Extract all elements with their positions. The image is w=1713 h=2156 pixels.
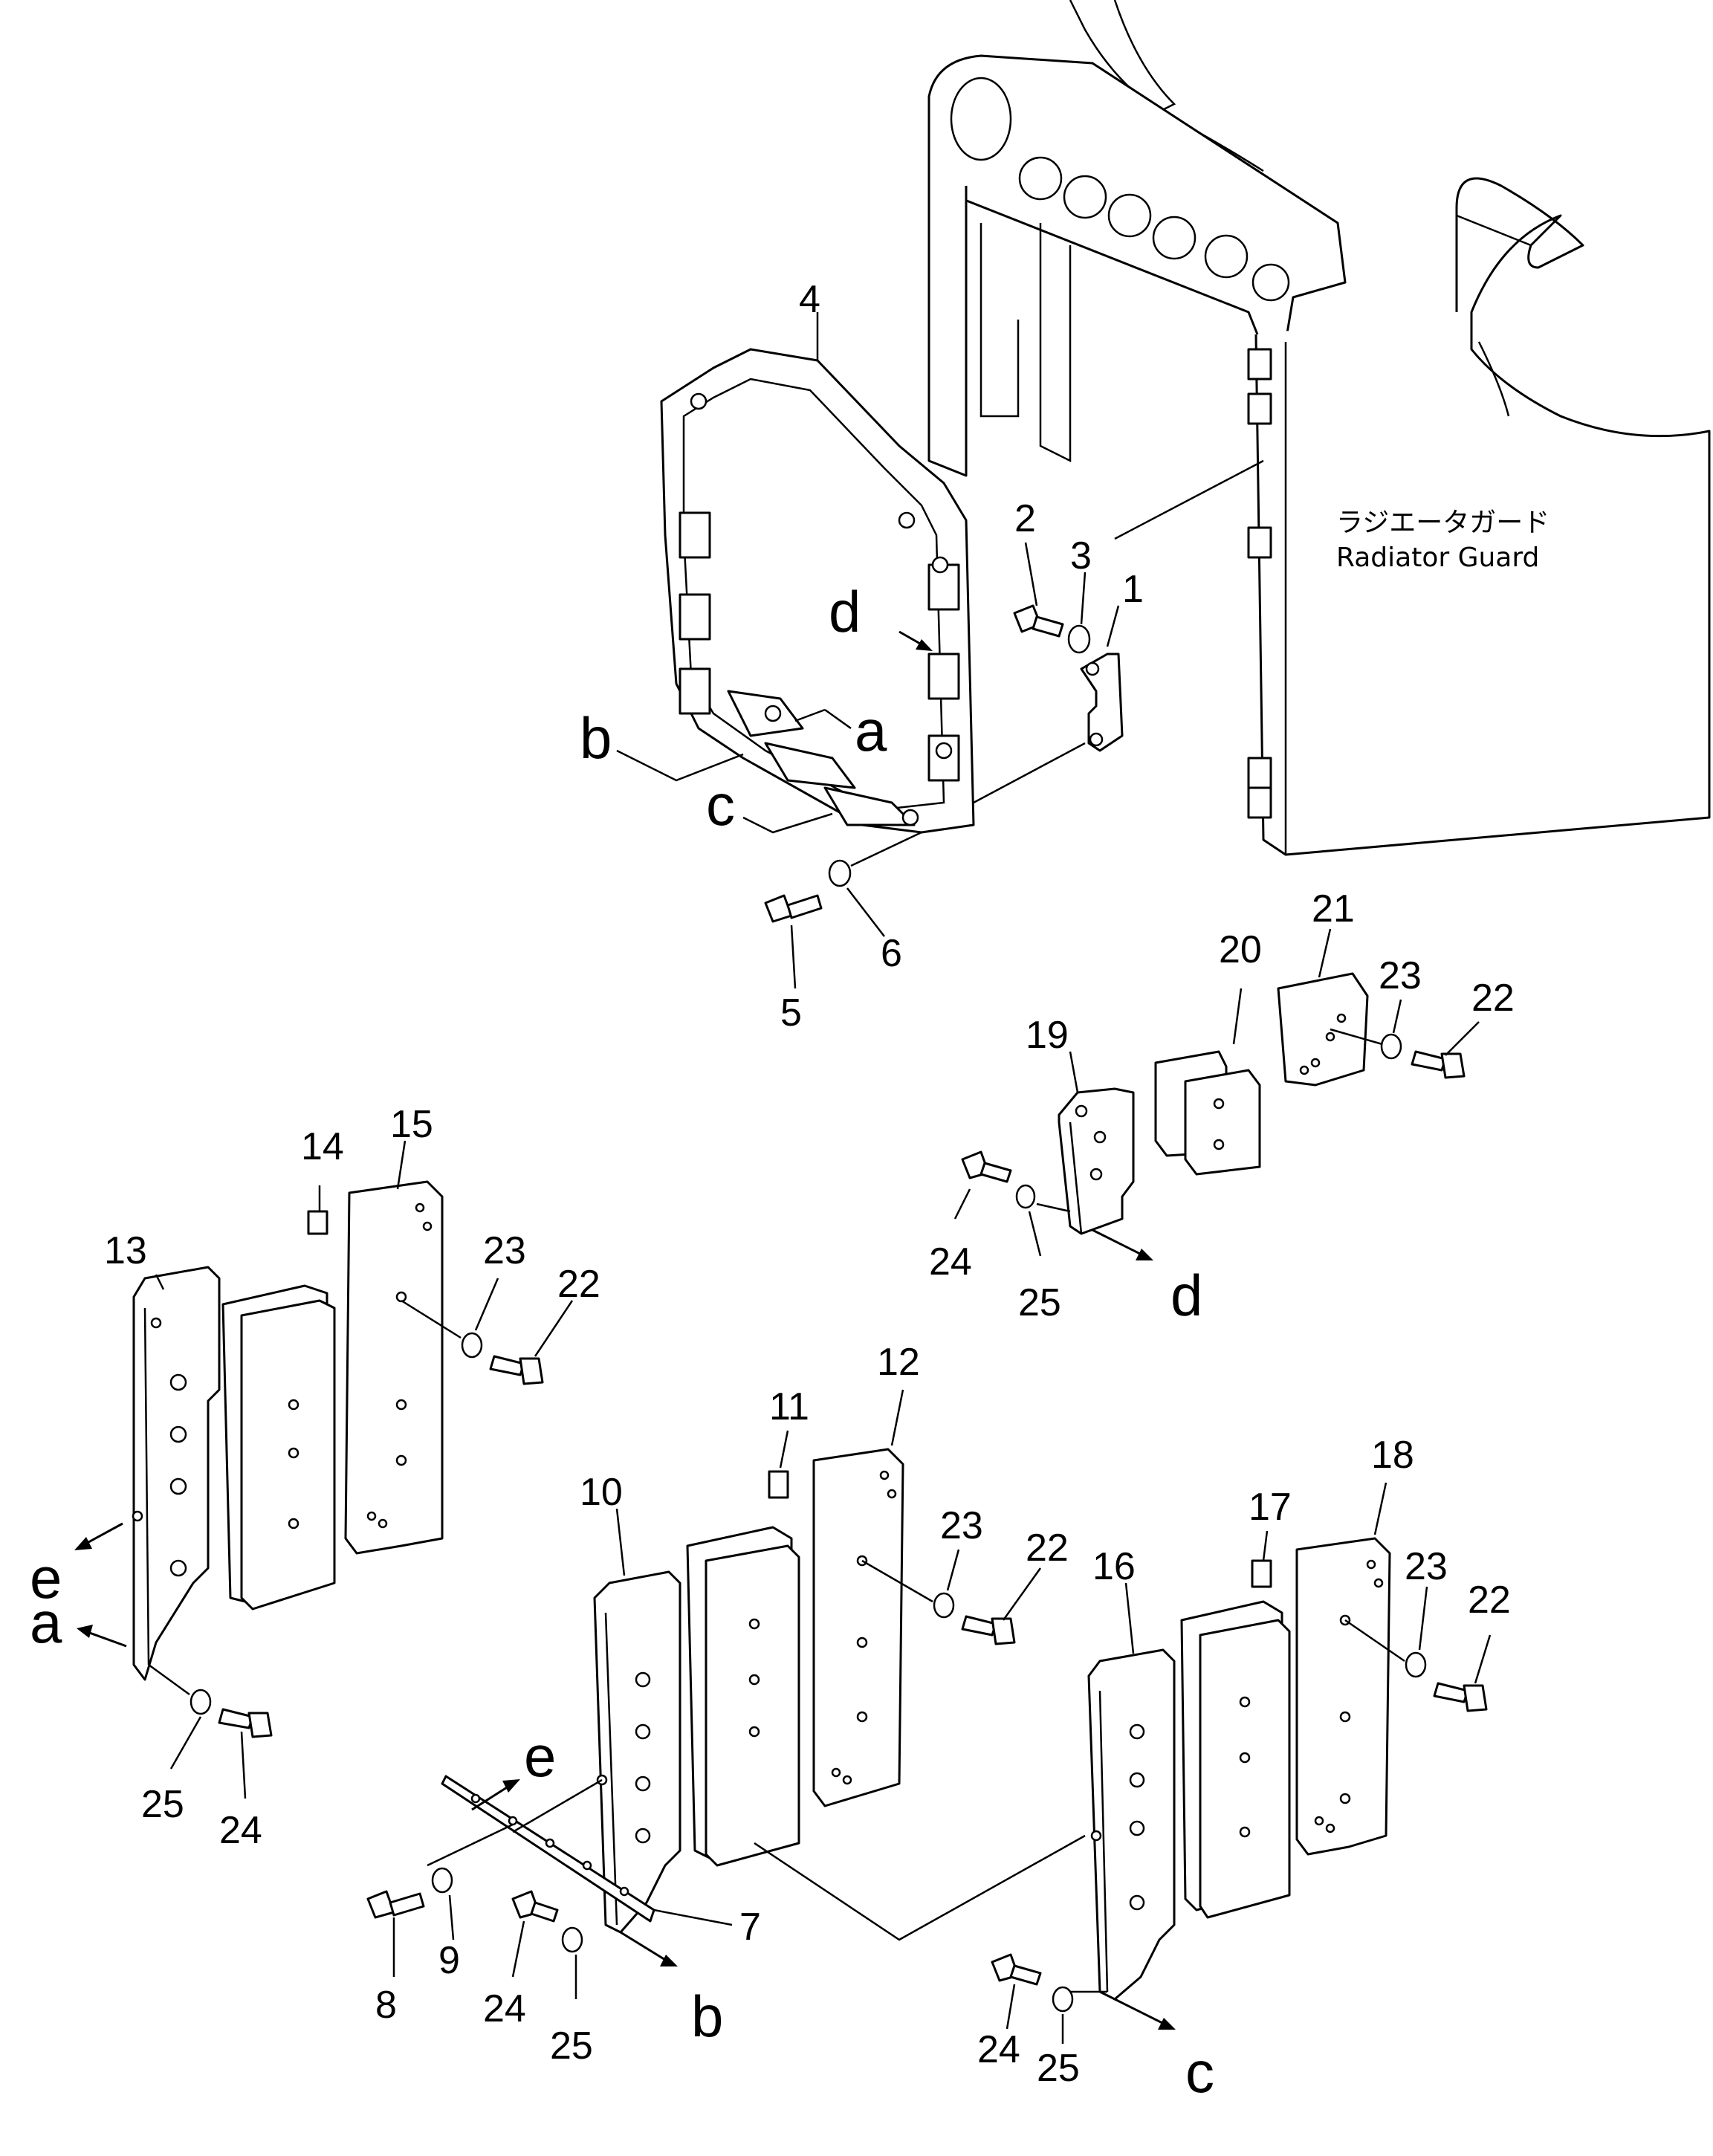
label-22-right: 22 <box>1468 1579 1511 1622</box>
radiator-guard-label-en: Radiator Guard <box>1336 543 1539 573</box>
label-24-upper: 24 <box>929 1240 972 1283</box>
ref-e-left: e <box>30 1545 62 1610</box>
label-24-right: 24 <box>977 2028 1020 2071</box>
label-8: 8 <box>375 1984 397 2027</box>
label-25-right: 25 <box>1037 2047 1080 2090</box>
part-5-bolt <box>764 894 823 923</box>
ref-d-assembly: d <box>1170 1263 1202 1328</box>
ref-a-left: a <box>30 1590 62 1655</box>
part-12-cover <box>812 1448 904 1807</box>
part-22-bolt-center <box>961 1615 1016 1645</box>
label-25-center: 25 <box>550 2024 593 2068</box>
part-8-bolt <box>366 1890 425 1919</box>
label-18: 18 <box>1371 1434 1414 1477</box>
part-24-bolt-upper <box>961 1150 1012 1183</box>
part-24-bolt-left <box>218 1708 273 1738</box>
ref-c-frame: c <box>706 772 735 838</box>
label-4: 4 <box>799 278 820 321</box>
label-17: 17 <box>1249 1486 1292 1529</box>
part-20-pad <box>1154 1050 1261 1176</box>
label-13: 13 <box>104 1229 147 1272</box>
part-3-washer <box>1067 624 1091 654</box>
part-22-bolt-upper <box>1411 1050 1466 1079</box>
part-24-bolt-center <box>511 1890 559 1923</box>
part-19-bracket <box>1058 1087 1135 1235</box>
label-25-left: 25 <box>141 1783 184 1826</box>
label-23-left: 23 <box>483 1229 526 1272</box>
label-22-upper: 22 <box>1471 977 1515 1020</box>
part-18-cover <box>1295 1537 1391 1856</box>
label-25-upper: 25 <box>1018 1281 1061 1324</box>
label-22-center: 22 <box>1026 1527 1069 1570</box>
ref-a-frame: a <box>855 698 887 763</box>
label-24-left: 24 <box>219 1809 262 1852</box>
part-24-bolt-right <box>991 1953 1042 1986</box>
part-11-pad <box>686 1526 800 1867</box>
label-23-center: 23 <box>940 1504 983 1547</box>
label-14: 14 <box>301 1125 344 1168</box>
label-20: 20 <box>1219 928 1262 971</box>
part-25-washer-right <box>1052 1986 1074 2013</box>
label-10: 10 <box>580 1471 623 1514</box>
part-23-washer-upper <box>1380 1033 1402 1060</box>
radiator-guard: ラジエータガード Radiator Guard <box>927 0 1711 856</box>
part-23-washer-center <box>933 1592 955 1619</box>
label-16: 16 <box>1092 1545 1136 1588</box>
ref-c-right: c <box>1185 2039 1214 2105</box>
part-4-frame <box>660 348 975 834</box>
part-25-washer-upper <box>1015 1184 1036 1209</box>
label-9: 9 <box>438 1939 460 1982</box>
part-6-washer <box>828 859 852 887</box>
part-23-washer-right <box>1405 1651 1427 1678</box>
part-25-washer-center <box>561 1926 583 1953</box>
part-25-washer-left <box>190 1689 212 1715</box>
part-22-bolt-left <box>489 1355 544 1385</box>
ref-d-frame: d <box>829 579 861 644</box>
label-23-right: 23 <box>1405 1545 1448 1588</box>
part-14-pad <box>221 1284 336 1610</box>
label-7: 7 <box>739 1906 761 1949</box>
part-15-cover <box>344 1180 444 1555</box>
radiator-guard-label-jp: ラジエータガード <box>1336 508 1550 538</box>
label-12: 12 <box>877 1341 920 1384</box>
part-23-washer-left <box>461 1332 483 1359</box>
part-2-bolt <box>1013 604 1064 638</box>
label-23-upper: 23 <box>1379 954 1422 997</box>
part-13-bracket <box>132 1266 221 1681</box>
part-17-pad <box>1180 1600 1291 1919</box>
label-1: 1 <box>1122 568 1144 611</box>
part-16-bracket <box>1087 1648 1176 2001</box>
ref-e-center: e <box>524 1723 556 1789</box>
label-2: 2 <box>1014 497 1036 540</box>
label-21: 21 <box>1312 887 1355 930</box>
part-21-cover <box>1277 972 1369 1087</box>
label-11: 11 <box>769 1385 809 1428</box>
part-22-bolt-right <box>1433 1682 1488 1712</box>
label-22-left: 22 <box>557 1263 600 1306</box>
label-24-center: 24 <box>483 1987 526 2030</box>
ref-b-center: b <box>691 1984 723 2049</box>
label-19: 19 <box>1026 1014 1069 1057</box>
label-15: 15 <box>390 1103 433 1146</box>
label-3: 3 <box>1070 534 1092 577</box>
label-6: 6 <box>881 932 902 975</box>
part-1-plate <box>1080 653 1124 752</box>
label-5: 5 <box>780 991 802 1035</box>
ref-b-frame: b <box>580 705 612 771</box>
part-10-bracket <box>593 1570 681 1934</box>
part-9-washer <box>431 1867 453 1894</box>
